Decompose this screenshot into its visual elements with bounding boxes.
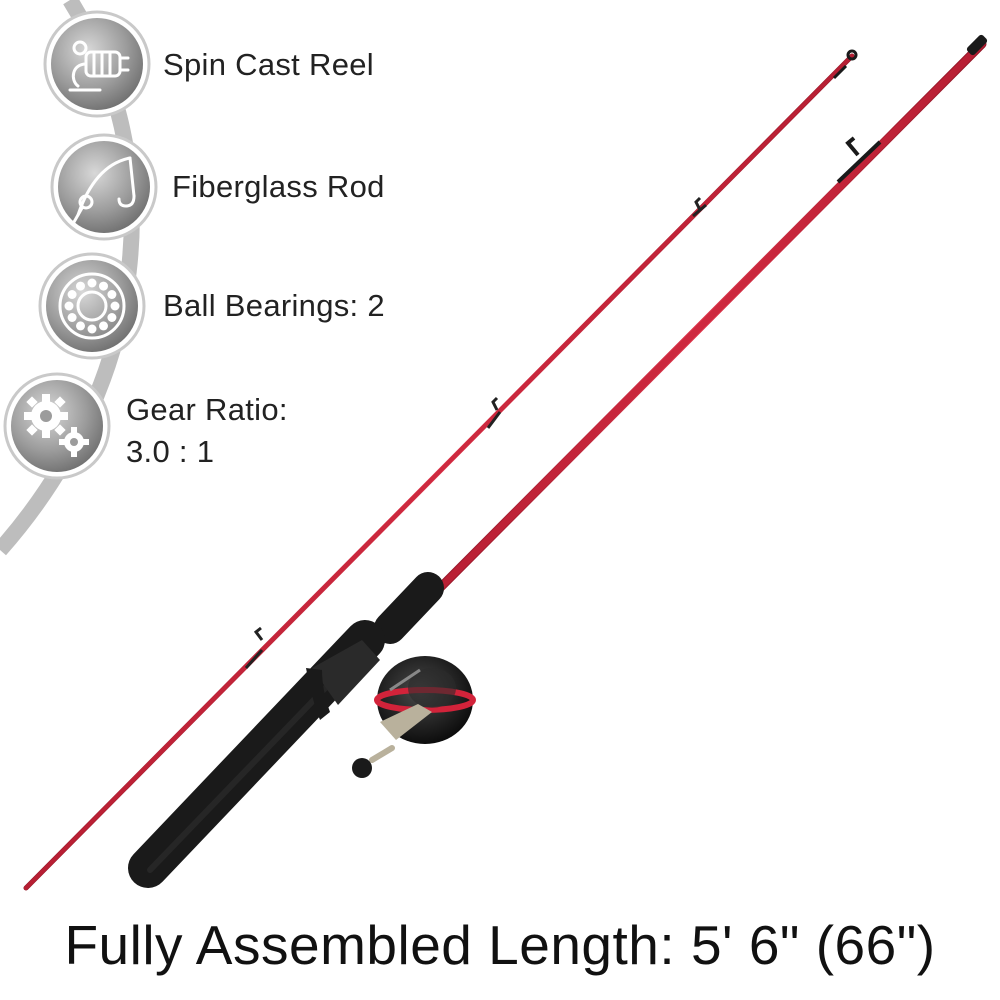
- rod-tip-section: [23, 49, 858, 891]
- feature-text: Gear Ratio:: [126, 392, 288, 427]
- feature-text: Fiberglass Rod: [172, 169, 385, 204]
- feature-label-ball-bearings: Ball Bearings: 2: [163, 285, 385, 327]
- feature-label-fiberglass-rod: Fiberglass Rod: [172, 166, 385, 208]
- line-guide: [836, 136, 882, 184]
- spin-cast-reel: [352, 656, 476, 778]
- feature-text: Spin Cast Reel: [163, 47, 374, 82]
- ferrule: [244, 626, 264, 669]
- feature-label-gear-ratio: Gear Ratio: 3.0 : 1: [126, 389, 288, 473]
- assembled-length-caption: Fully Assembled Length: 5' 6" (66"): [64, 914, 936, 976]
- rod-butt-tip: [966, 34, 988, 56]
- line-guide: [486, 396, 502, 429]
- line-guide: [692, 196, 707, 218]
- fishing-rod-icon: [50, 133, 158, 241]
- rod-butt-section: [128, 34, 988, 888]
- rod-tip-top: [832, 49, 858, 80]
- handle-grip: [128, 572, 444, 888]
- feature-value: 3.0 : 1: [126, 434, 215, 469]
- reel-seat: [306, 640, 380, 720]
- spin-cast-reel-icon: [43, 10, 151, 118]
- feature-label-spin-cast-reel: Spin Cast Reel: [163, 44, 374, 86]
- feature-text: Ball Bearings: 2: [163, 288, 385, 323]
- gears-icon: [3, 372, 111, 480]
- ball-bearing-icon: [38, 252, 146, 360]
